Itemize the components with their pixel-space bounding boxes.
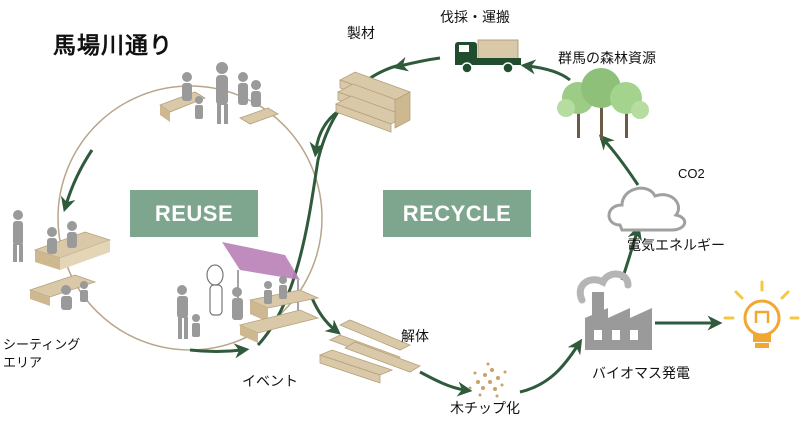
arrow-dismantle-to-chips [419, 370, 473, 397]
label-forest: 群馬の森林資源 [558, 51, 656, 67]
arrow-cloud-to-forest [598, 134, 640, 186]
label-event: イベント [242, 374, 298, 390]
arrow-seating-to-event [189, 343, 250, 359]
label-electricity: 電気エネルギー [627, 238, 725, 254]
top-seating-illustration [159, 62, 279, 125]
reuse-badge: REUSE [130, 190, 258, 237]
arrow-lumber-to-reuse [309, 108, 341, 158]
page-title: 馬場川通り [53, 33, 173, 59]
arrow-forest-to-truck [520, 59, 571, 82]
label-logging: 伐採・運搬 [440, 10, 510, 26]
light-bulb-icon [723, 280, 800, 348]
recycle-badge-text: RECYCLE [402, 200, 512, 226]
recycle-badge: RECYCLE [383, 190, 531, 237]
reuse-badge-text: REUSE [154, 200, 234, 226]
label-co2: CO2 [678, 166, 705, 181]
lumber-stack-illustration [335, 71, 411, 133]
arrow-top-to-seating [60, 149, 94, 213]
label-seating-line2: エリア [3, 355, 43, 371]
truck-illustration [455, 39, 521, 74]
dismantled-boards-illustration [318, 319, 421, 384]
arrow-reuse-to-dismantle [310, 297, 341, 335]
label-chips: 木チップ化 [450, 401, 520, 417]
label-lumber: 製材 [347, 26, 375, 42]
left-seating-illustration [13, 210, 112, 310]
event-illustration [177, 242, 320, 343]
wood-chips-illustration [468, 362, 507, 398]
label-seating-area: シーティング エリア [3, 337, 80, 372]
label-dismantle: 解体 [401, 329, 429, 345]
label-biomass: バイオマス発電 [592, 366, 690, 382]
forest-illustration [557, 68, 649, 140]
label-seating-line1: シーティング [3, 338, 81, 353]
arrow-truck-to-lumber [392, 56, 441, 72]
biomass-plant-icon [576, 270, 652, 350]
co2-cloud-icon [607, 186, 687, 232]
arrow-chips-to-biomass [519, 338, 583, 394]
